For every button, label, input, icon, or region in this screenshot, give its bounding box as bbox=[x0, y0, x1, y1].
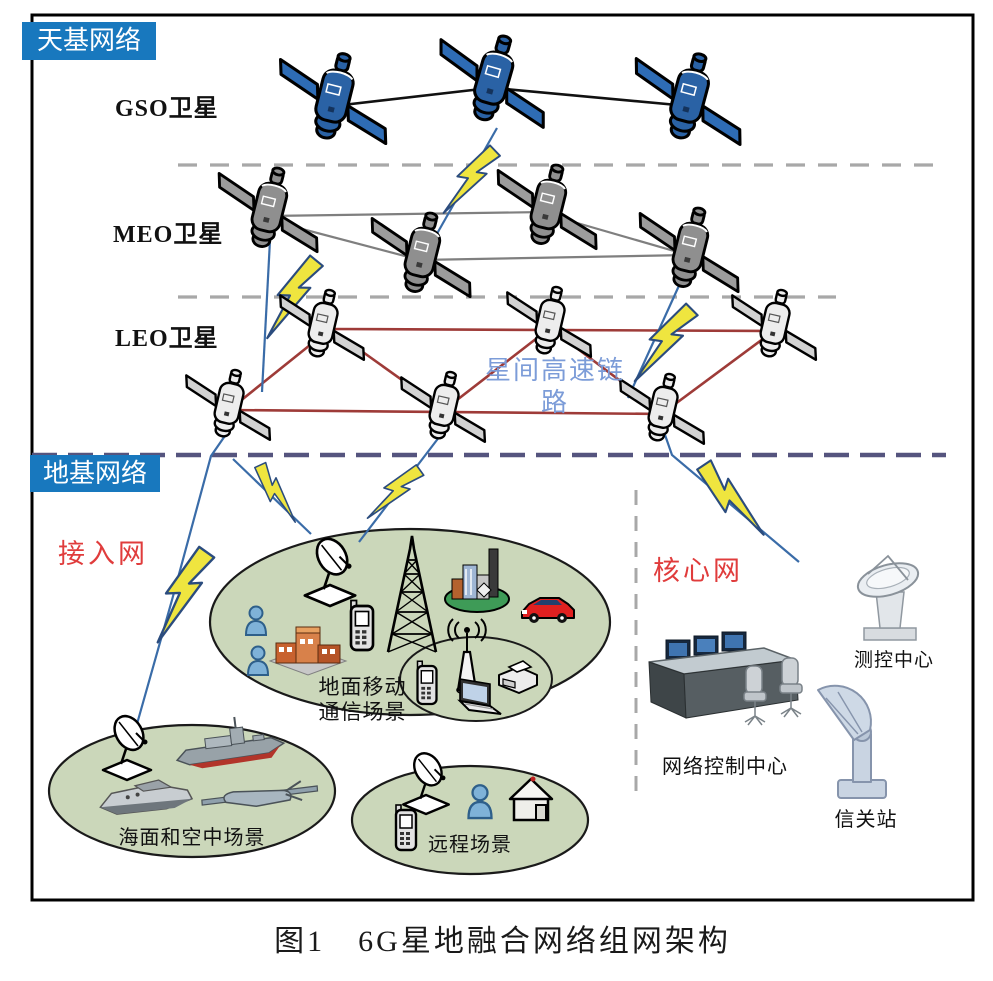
mobile-phone-icon bbox=[349, 599, 375, 652]
network-control-center-label: 网络控制中心 bbox=[662, 756, 788, 778]
leo-sea-link bbox=[133, 429, 230, 732]
campus-building-icon bbox=[268, 626, 348, 676]
meo-leo-link-left bbox=[260, 239, 272, 393]
radio-links bbox=[133, 127, 800, 732]
core-network-label: 核心网 bbox=[653, 556, 743, 586]
access-network-label: 接入网 bbox=[58, 539, 148, 569]
space-network-box: 天基网络 bbox=[22, 22, 156, 60]
remote-scene-label: 远程场景 bbox=[428, 834, 512, 856]
mobile-phone-icon bbox=[394, 803, 418, 852]
gso-links bbox=[333, 86, 689, 108]
mobile-scene-label-line1: 地面移动 bbox=[318, 675, 407, 699]
isl-label-line2: 路 bbox=[540, 388, 569, 417]
isl-label-line1: 星间高速链 bbox=[484, 356, 625, 385]
ttc-center-label: 测控中心 bbox=[853, 650, 934, 671]
gateway-station-label: 信关站 bbox=[834, 809, 898, 831]
mobile-scene-icons bbox=[245, 532, 575, 715]
figure-caption: 图1 6G星地融合网络组网架构 bbox=[274, 925, 731, 958]
ground-network-box: 地基网络 bbox=[30, 455, 160, 492]
sea-air-scene-label: 海面和空中场景 bbox=[118, 827, 266, 849]
remote-scene-ellipse bbox=[350, 764, 590, 876]
meo-links bbox=[267, 210, 689, 262]
mobile-scene-label-line2: 通信场景 bbox=[318, 700, 407, 724]
gso-layer-label: GSO卫星 bbox=[115, 96, 219, 122]
meo-layer-label: MEO卫星 bbox=[113, 222, 224, 248]
leo-layer-label: LEO卫星 bbox=[115, 326, 219, 352]
